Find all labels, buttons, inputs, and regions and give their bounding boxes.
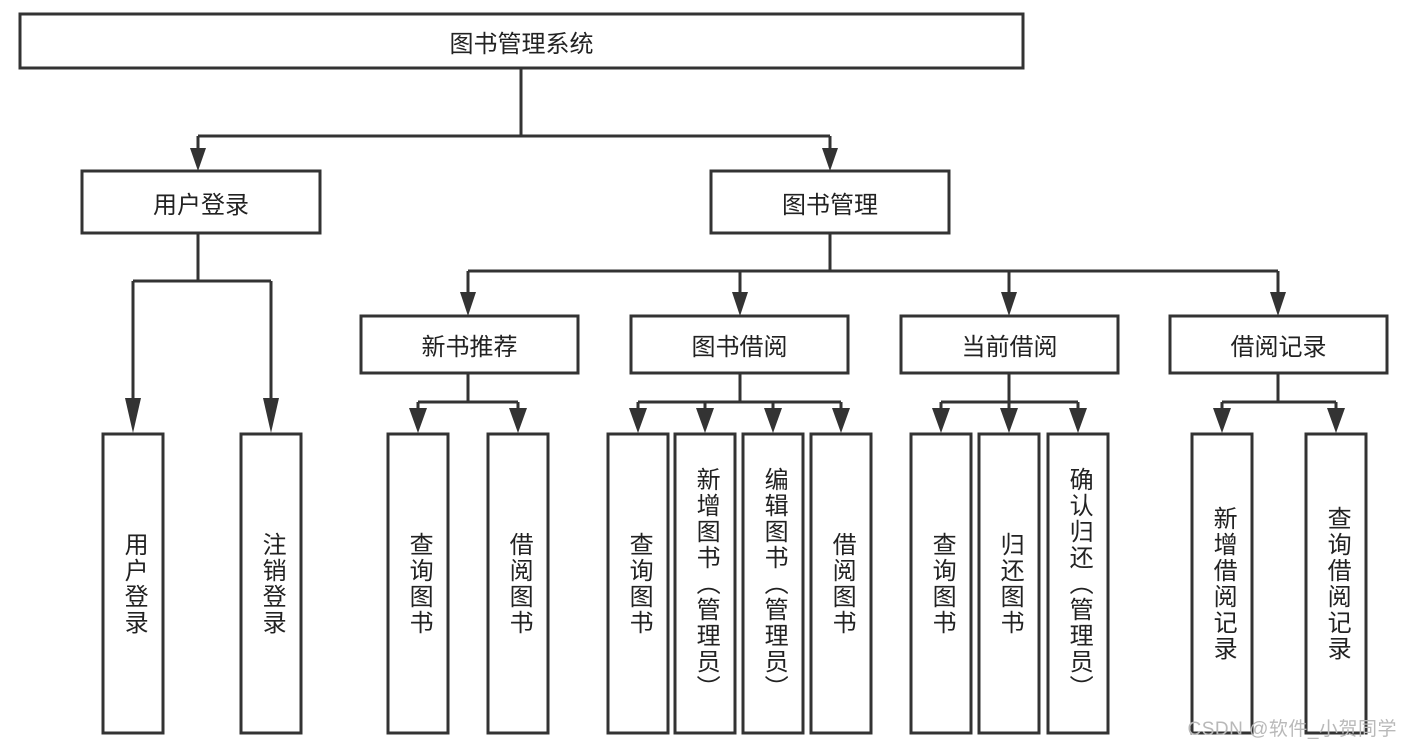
node-box-user-login[interactable] — [80, 169, 322, 235]
node-box-leaf-borrow-book-1[interactable] — [486, 432, 550, 735]
node-box-leaf-edit-book[interactable] — [741, 432, 805, 735]
node-box-leaf-query-book-2[interactable] — [606, 432, 670, 735]
arrowhead-leaf-query-book-2 — [629, 408, 647, 433]
arrowhead-leaf-borrow-book-1 — [509, 408, 527, 433]
arrowhead-leaf-query-record — [1327, 408, 1345, 433]
node-box-new-book-rec[interactable] — [359, 314, 580, 375]
node-box-leaf-user-login[interactable] — [101, 432, 165, 735]
node-box-leaf-borrow-book-2[interactable] — [809, 432, 873, 735]
arrowhead-leaf-confirm-return — [1069, 408, 1087, 433]
node-box-leaf-query-record[interactable] — [1304, 432, 1368, 735]
node-box-borrow-record[interactable] — [1168, 314, 1389, 375]
arrowhead-leaf-logout — [263, 398, 279, 433]
node-box-leaf-confirm-return[interactable] — [1046, 432, 1110, 735]
node-box-leaf-logout[interactable] — [239, 432, 303, 735]
node-box-current-borrow[interactable] — [899, 314, 1120, 375]
arrowhead-book-manage — [822, 148, 838, 171]
node-box-leaf-query-book-1[interactable] — [386, 432, 450, 735]
arrowhead-leaf-query-book-3 — [932, 408, 950, 433]
node-box-book-manage[interactable] — [709, 169, 951, 235]
boxes-layer — [18, 12, 1389, 735]
arrowhead-leaf-return-book — [1000, 408, 1018, 433]
arrowhead-leaf-query-book-1 — [409, 408, 427, 433]
arrowhead-leaf-borrow-book-2 — [832, 408, 850, 433]
arrowhead-current-borrow — [1001, 292, 1017, 316]
arrowhead-new-book-rec — [460, 292, 476, 316]
arrowhead-leaf-edit-book — [764, 408, 782, 433]
connectors-layer — [125, 68, 1345, 433]
node-box-leaf-return-book[interactable] — [977, 432, 1041, 735]
node-box-root[interactable] — [18, 12, 1025, 70]
arrowhead-leaf-user-login — [125, 398, 141, 433]
node-box-leaf-add-book[interactable] — [673, 432, 737, 735]
arrowhead-user-login — [190, 148, 206, 171]
node-box-book-borrow[interactable] — [629, 314, 850, 375]
node-box-leaf-query-book-3[interactable] — [909, 432, 973, 735]
arrowhead-borrow-record — [1270, 292, 1286, 316]
arrowhead-leaf-add-record — [1213, 408, 1231, 433]
arrowhead-leaf-add-book — [696, 408, 714, 433]
arrowhead-book-borrow — [732, 292, 748, 316]
node-box-leaf-add-record[interactable] — [1190, 432, 1254, 735]
